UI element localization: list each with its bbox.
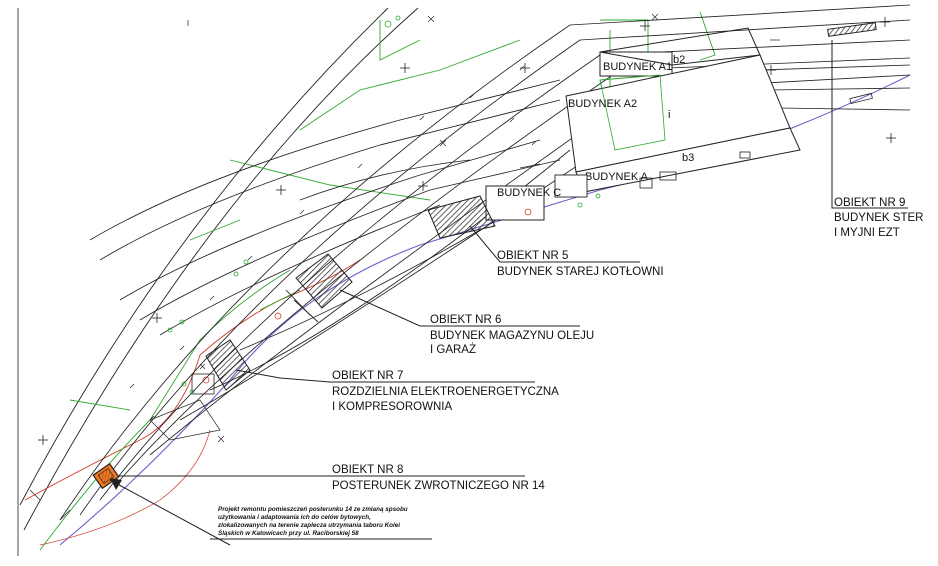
object-6-building bbox=[295, 253, 353, 309]
building-a-label: BUDYNEK A bbox=[585, 171, 649, 183]
object-6-desc-2: I GARAŻ bbox=[430, 343, 476, 356]
building-a-details bbox=[639, 151, 751, 189]
project-note-line-3: zlokalizowanych na terenie zaplecza utrz… bbox=[217, 522, 400, 529]
object-7-title: OBIEKT NR 7 bbox=[332, 370, 403, 382]
object-6-desc: BUDYNEK MAGAZYNU OLEJU bbox=[430, 330, 594, 342]
building-b2-label: b2 bbox=[673, 54, 685, 66]
building-a2-mark: i bbox=[668, 109, 670, 121]
object-7-building bbox=[205, 339, 251, 391]
object-7-desc-2: I KOMPRESOROWNIA bbox=[332, 401, 452, 413]
object-8-desc: POSTERUNEK ZWROTNICZEGO NR 14 bbox=[332, 480, 545, 492]
track-ticks bbox=[129, 65, 537, 421]
boundary-red-line bbox=[24, 259, 361, 501]
building-c-label: BUDYNEK C bbox=[497, 187, 561, 199]
object-8-title: OBIEKT NR 8 bbox=[332, 464, 403, 476]
object-9-title: OBIEKT NR 9 bbox=[834, 197, 905, 209]
building-a1-label: BUDYNEK A1 bbox=[603, 61, 672, 73]
building-a-annex bbox=[554, 174, 588, 198]
object-9-desc: BUDYNEK STER bbox=[834, 212, 923, 224]
object-5-building bbox=[427, 195, 496, 239]
building-a2-label: BUDYNEK A2 bbox=[568, 98, 637, 110]
project-note-line-4: Śląskich w Katowicach przy ul. Raciborsk… bbox=[218, 528, 359, 537]
object-6-title: OBIEKT NR 6 bbox=[430, 314, 501, 326]
object-5-title: OBIEKT NR 5 bbox=[497, 250, 568, 262]
object-9-building bbox=[827, 22, 877, 37]
project-note-line-2: użytkowania i adaptowania ich do celów b… bbox=[218, 514, 371, 521]
building-c bbox=[485, 185, 545, 221]
project-note: Projekt remontu pomieszczeń posterunku 1… bbox=[210, 506, 432, 540]
object-9-desc-2: I MYJNI EZT bbox=[834, 227, 900, 239]
object-7-desc: ROZDZIELNIA ELEKTROENERGETYCZNA bbox=[332, 386, 559, 398]
building-a1 bbox=[599, 51, 673, 77]
site-symbols-red bbox=[202, 208, 532, 384]
track-outer-lines bbox=[19, 7, 419, 531]
object-8-arrowhead bbox=[110, 478, 122, 490]
site-symbols bbox=[167, 15, 601, 395]
boundary-red-line-2 bbox=[39, 429, 211, 546]
project-note-line-1: Projekt remontu pomieszczeń posterunku 1… bbox=[218, 506, 408, 513]
building-b3-label: b3 bbox=[682, 152, 694, 164]
misc-linework bbox=[29, 20, 780, 521]
object-6-garage bbox=[285, 289, 319, 323]
track-equipment bbox=[849, 92, 873, 105]
object-5-desc: BUDYNEK STAREJ KOTŁOWNI bbox=[497, 266, 664, 278]
leader-lines bbox=[109, 40, 908, 546]
railway-tracks bbox=[59, 4, 911, 521]
building-a2-internal bbox=[599, 74, 666, 151]
object-8-building bbox=[92, 462, 120, 490]
object-7-annex bbox=[191, 373, 215, 395]
